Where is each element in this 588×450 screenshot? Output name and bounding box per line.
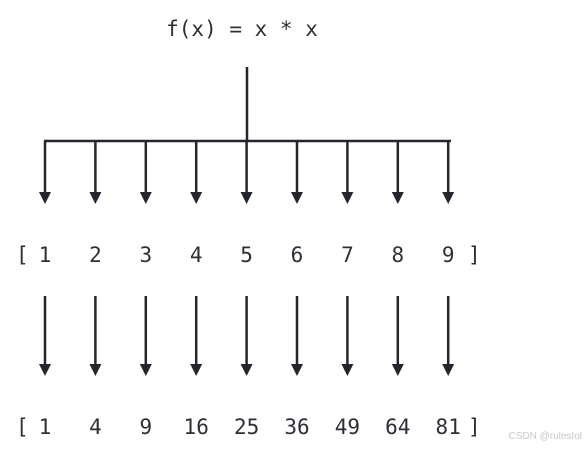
output-value: 25 <box>234 415 259 439</box>
input-open-bracket: [ <box>16 243 29 267</box>
arrow-down-icon <box>89 141 102 204</box>
arrow-down-icon <box>442 296 455 376</box>
output-open-bracket: [ <box>16 415 29 439</box>
input-close-bracket: ] <box>468 243 481 267</box>
arrow-down-icon <box>190 296 203 376</box>
arrow-down-icon <box>139 141 152 204</box>
output-value: 36 <box>284 415 309 439</box>
output-value: 49 <box>335 415 360 439</box>
input-value: 2 <box>89 243 102 267</box>
arrow-down-icon <box>291 296 303 376</box>
arrow-down-icon <box>240 141 253 204</box>
arrow-down-icon <box>291 141 303 204</box>
input-values: 1 2 3 4 5 6 7 8 9 <box>39 243 455 267</box>
output-value: 1 <box>39 415 52 439</box>
input-value: 6 <box>291 243 304 267</box>
input-value: 3 <box>139 243 152 267</box>
input-value: 1 <box>39 243 52 267</box>
input-value: 4 <box>190 243 203 267</box>
output-value: 16 <box>184 415 209 439</box>
arrow-down-icon <box>391 296 404 376</box>
arrow-down-icon <box>139 296 152 376</box>
arrow-down-icon <box>442 141 455 204</box>
output-value: 4 <box>89 415 102 439</box>
arrow-down-icon <box>190 141 203 204</box>
arrow-down-icon <box>89 296 102 376</box>
arrow-down-icon <box>39 296 51 376</box>
upper-arrows <box>39 141 455 204</box>
arrow-down-icon <box>391 141 404 204</box>
watermark: CSDN @rulesIol <box>508 431 582 442</box>
arrow-down-icon <box>240 296 253 376</box>
input-value: 8 <box>391 243 404 267</box>
lower-arrows <box>39 296 455 376</box>
function-title: f(x) = x * x <box>166 17 318 41</box>
input-value: 5 <box>240 243 253 267</box>
arrow-down-icon <box>39 141 51 204</box>
arrow-down-icon <box>341 296 354 376</box>
output-close-bracket: ] <box>468 415 481 439</box>
arrow-down-icon <box>341 141 354 204</box>
input-value: 9 <box>442 243 455 267</box>
output-value: 81 <box>436 415 461 439</box>
output-value: 64 <box>385 415 410 439</box>
output-value: 9 <box>139 415 152 439</box>
input-value: 7 <box>341 243 354 267</box>
